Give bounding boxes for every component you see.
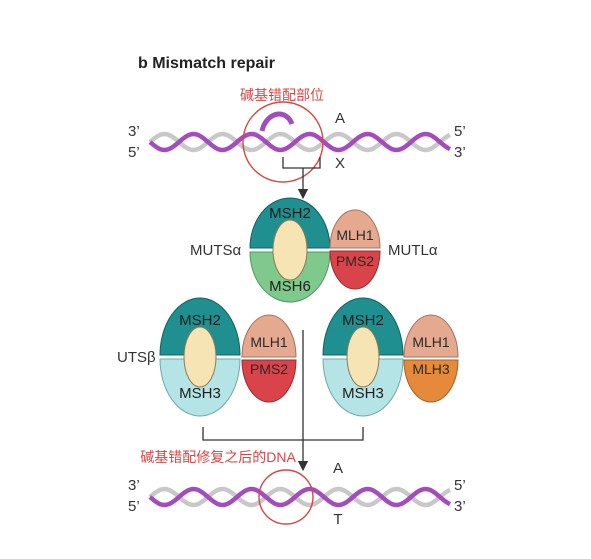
bottom-left-top-end: 3’: [128, 477, 140, 494]
top-right-bottom-end: 3’: [454, 144, 466, 161]
left-mlh1-subunit: [241, 314, 297, 358]
mismatch-bracket: [282, 157, 321, 169]
right-msh-core: [346, 326, 380, 388]
right-mlh1-subunit: [403, 314, 459, 358]
left-mutl-complex: MLH1 PMS2: [241, 314, 297, 403]
left-msh-top-label: MSH2: [179, 312, 221, 329]
mismatch-bulge: [259, 111, 295, 132]
mismatch-base-label: X: [335, 155, 345, 172]
right-msh-complex: MSH2 MSH3: [322, 297, 404, 417]
top-dna-grey-strand: [148, 131, 452, 153]
muts-beta-complex: MSH2 MSH3 UTSβ: [117, 297, 241, 417]
bottom-dna-grey-strand: [148, 486, 452, 508]
right-mlh3-subunit: [403, 359, 459, 403]
mlh1-subunit: [329, 209, 381, 249]
top-dna-purple-strand: [148, 131, 452, 153]
left-msh-core: [183, 326, 217, 388]
right-mutl-complex: MLH1 MLH3: [403, 314, 459, 403]
left-partner-top-label: MLH1: [250, 334, 288, 350]
figure-title: b Mismatch repair: [138, 55, 275, 72]
left-msh-bottom-label: MSH3: [179, 385, 221, 402]
top-left-top-end: 3’: [128, 123, 140, 140]
bottom-dna-purple-strand: [148, 486, 452, 508]
muts-beta-label: UTSβ: [117, 349, 156, 366]
mismatch-highlight-circle: [242, 101, 324, 183]
bottom-right-top-end: 5’: [454, 477, 466, 494]
mutl-alpha-label: MUTLα: [388, 242, 438, 259]
muts-alpha-core: [272, 219, 308, 281]
top-left-bottom-end: 5’: [128, 144, 140, 161]
top-dna: 碱基错配部位 A X 3’ 5’ 5’ 3’: [128, 87, 466, 183]
bottom-left-bottom-end: 5’: [128, 498, 140, 515]
bottom-base-top-label: A: [333, 460, 343, 477]
right-partner-bottom-label: MLH3: [412, 361, 450, 377]
top-right-top-end: 5’: [454, 123, 466, 140]
complex-join-bracket: [202, 427, 364, 441]
right-msh-bottom-label: MSH3: [342, 385, 384, 402]
right-msh-top-label: MSH2: [342, 312, 384, 329]
bottom-dna: 碱基错配修复之后的DNA A T 3’ 5’ 5’ 3’: [128, 449, 466, 528]
muts-alpha-bottom-label: MSH6: [269, 278, 311, 295]
bottom-right-bottom-end: 3’: [454, 498, 466, 515]
muts-alpha-label: MUTSα: [190, 242, 241, 259]
repaired-site-circle: [258, 469, 314, 525]
left-partner-bottom-label: PMS2: [250, 361, 288, 377]
mutl-alpha-top-label: MLH1: [336, 227, 374, 243]
mutl-alpha-complex: MLH1 PMS2 MUTLα: [329, 209, 438, 290]
bottom-base-bottom-label: T: [333, 511, 342, 528]
top-base-label: A: [335, 110, 345, 127]
mutl-alpha-bottom-label: PMS2: [336, 253, 374, 269]
muts-alpha-complex: MSH2 MSH6 MUTSα: [190, 197, 331, 303]
muts-alpha-top-label: MSH2: [269, 205, 311, 222]
left-pms2-subunit: [241, 359, 297, 403]
pms2-subunit: [329, 250, 381, 290]
repaired-dna-label: 碱基错配修复之后的DNA: [140, 449, 296, 465]
right-partner-top-label: MLH1: [412, 334, 450, 350]
mismatch-site-label: 碱基错配部位: [240, 87, 324, 103]
